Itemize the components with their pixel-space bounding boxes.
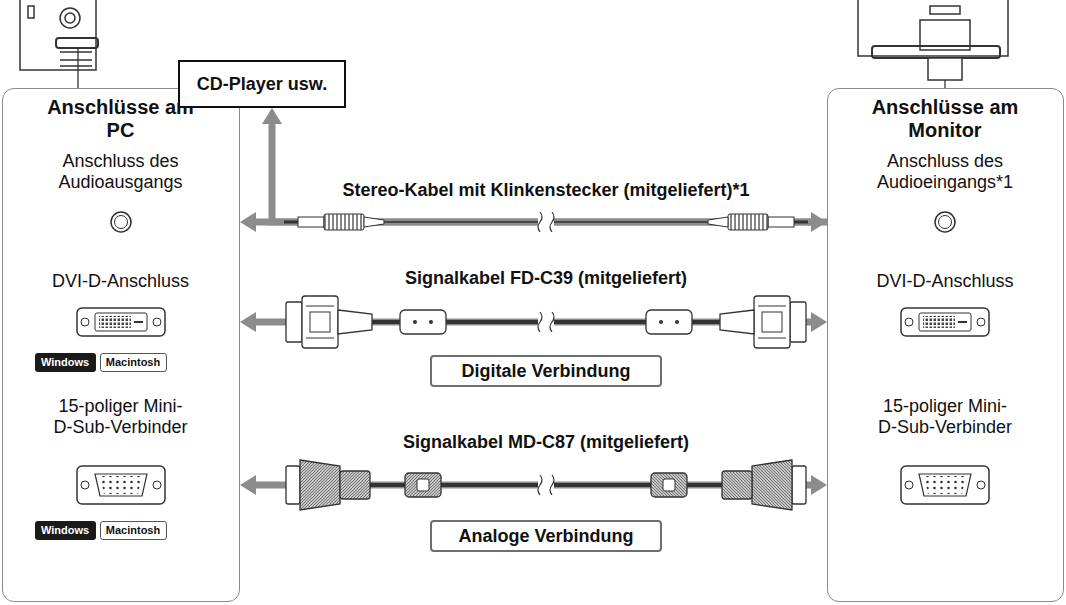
- connection-type-box: Analoge Verbindung: [430, 520, 662, 552]
- box-label: Analoge Verbindung: [458, 526, 633, 547]
- monitor-panel: Anschlüsse am MonitorAnschluss des Audio…: [827, 88, 1064, 602]
- port-icons: [77, 212, 989, 504]
- cable-break: [538, 208, 554, 499]
- arrow-head: [240, 212, 256, 232]
- panel-heading: Anschlüsse am PC: [46, 96, 196, 142]
- connector-arrow: [240, 212, 827, 232]
- cable-label: Signalkabel MD-C87 (mitgeliefert): [401, 432, 691, 453]
- cable-label: Signalkabel FD-C39 (mitgeliefert): [403, 268, 689, 289]
- connection-type-box: Digitale Verbindung: [430, 355, 662, 387]
- monitor-back: [858, 0, 1008, 88]
- box-label: Windows: [41, 356, 89, 369]
- os-badge: Windows: [35, 353, 96, 372]
- pc-tower: [20, 0, 98, 88]
- arrow-head: [262, 108, 282, 124]
- connector-line: [272, 120, 827, 222]
- port-label: Anschluss des Audioeingangs*1: [860, 151, 1030, 193]
- dvi-cable: [286, 296, 806, 348]
- os-badge: Macintosh: [100, 521, 167, 540]
- arrow-head: [811, 475, 827, 495]
- device-box: CD-Player usw.: [178, 60, 346, 108]
- box-label: Macintosh: [106, 524, 160, 537]
- box-label: Windows: [41, 524, 89, 537]
- box-label: CD-Player usw.: [197, 74, 327, 95]
- port-label: DVI-D-Anschluss: [21, 271, 221, 292]
- vga-cable: [286, 460, 806, 510]
- connector-arrow: [262, 108, 827, 222]
- os-badge: Windows: [35, 521, 96, 540]
- os-badge: Macintosh: [100, 353, 167, 372]
- port-label: DVI-D-Anschluss: [845, 271, 1045, 292]
- cable-label: Stereo-Kabel mit Klinkenstecker (mitgeli…: [340, 180, 751, 201]
- box-label: Digitale Verbindung: [461, 361, 630, 382]
- box-label: Macintosh: [106, 356, 160, 369]
- arrow-head: [240, 475, 256, 495]
- port-label: Anschluss des Audioausgangs: [36, 151, 206, 193]
- pc-panel: Anschlüsse am PC Anschluss des Audioausga…: [2, 88, 240, 602]
- panel-heading: Anschlüsse am Monitor: [870, 96, 1020, 142]
- port-label: 15-poliger Mini-D-Sub-Verbinder: [876, 396, 1014, 438]
- port-label: 15-poliger Mini-D-Sub-Verbinder: [52, 396, 190, 438]
- arrow-head: [811, 312, 827, 332]
- arrow-head: [240, 312, 256, 332]
